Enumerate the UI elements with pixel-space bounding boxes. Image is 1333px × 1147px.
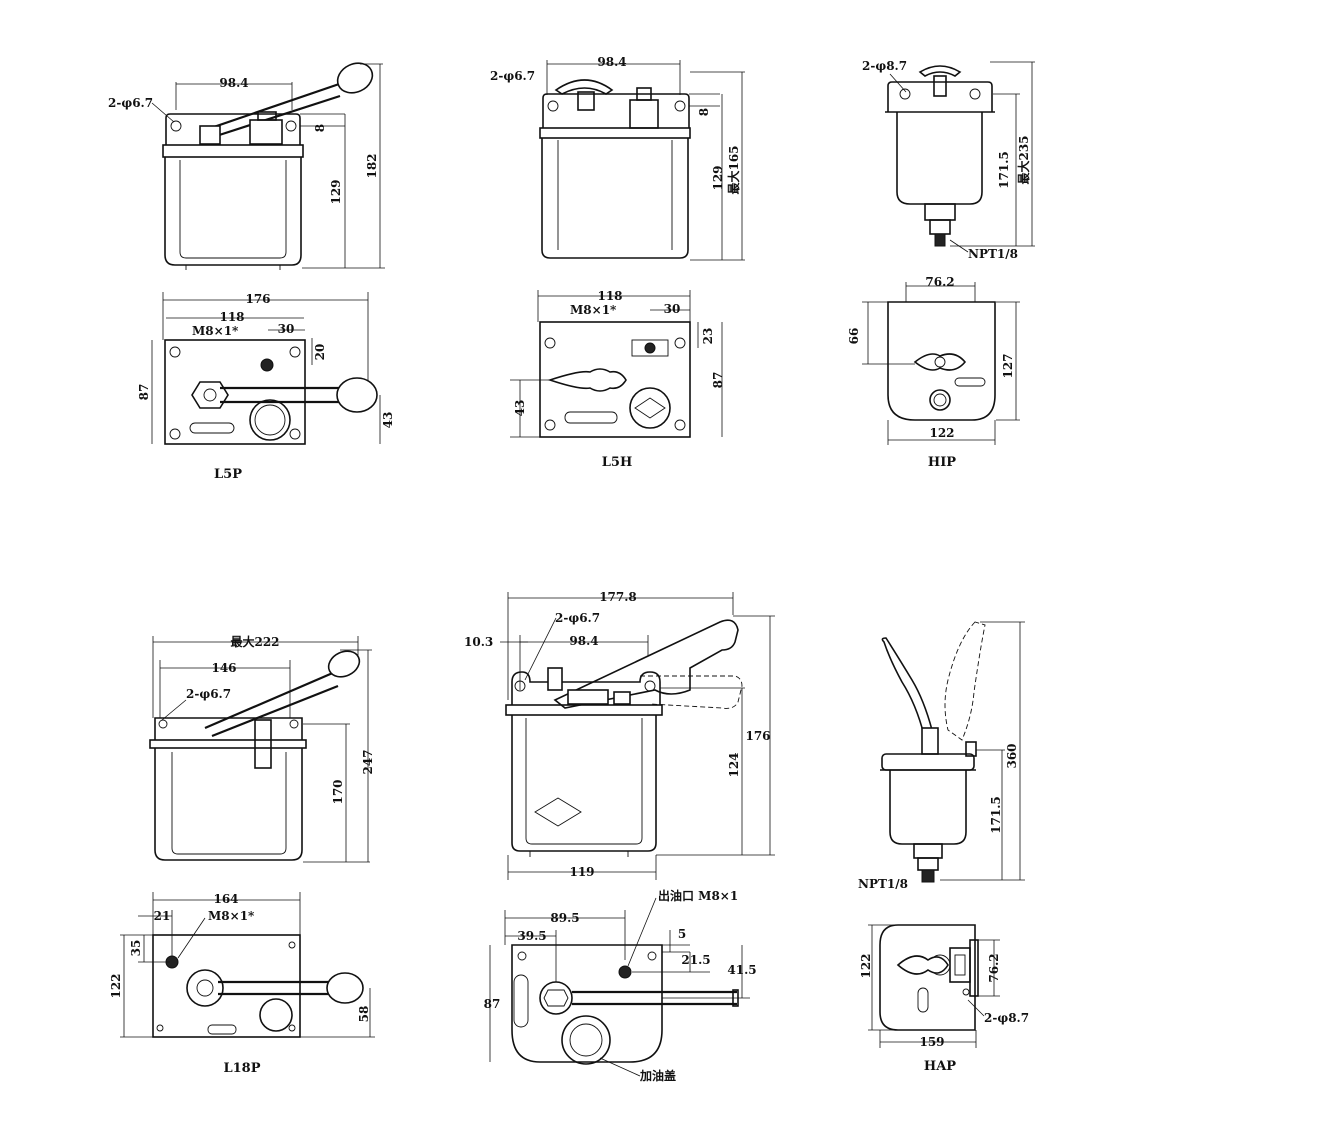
hap-front-view: NPT1/8 171.5 360 <box>858 621 1025 891</box>
l5p-handle-dim: 43 <box>381 412 395 429</box>
l5h-top-view: 118 M8×1* 30 23 87 43 <box>510 289 725 438</box>
hap-width-dim: 159 <box>919 1035 944 1049</box>
l5h-model-label: L5H <box>602 455 632 470</box>
middle-height-dim: 124 <box>727 752 741 777</box>
middle-filler-label: 加油盖 <box>639 1068 676 1083</box>
hip-height-dim: 171.5 <box>997 151 1011 189</box>
l5h-port-label: M8×1* <box>570 303 617 317</box>
l5p-width-dim: 98.4 <box>219 76 248 90</box>
l18p-mount-dim: 146 <box>211 661 236 675</box>
middle-offset-e-dim: 41.5 <box>727 963 756 977</box>
hap-top-view: 122 76.2 2-φ8.7 159 <box>859 924 1029 1049</box>
l5h-diagram: 98.4 2-φ6.7 8 129 最大165 <box>490 55 745 470</box>
l5h-holes-label: 2-φ6.7 <box>490 69 535 83</box>
hip-thread-label: NPT1/8 <box>968 247 1018 261</box>
hip-model-label: HIP <box>928 455 956 470</box>
middle-diagram: 177.8 2-φ6.7 10.3 98.4 <box>464 590 775 1083</box>
l5p-height-dim: 129 <box>329 179 343 204</box>
middle-offset-a-dim: 89.5 <box>550 911 579 925</box>
hap-holes-label: 2-φ8.7 <box>984 1011 1029 1025</box>
hip-top-view: 76.2 66 127 122 <box>847 275 1020 445</box>
l5p-port-offset-dim: 30 <box>278 322 295 336</box>
l5h-port-y-dim: 23 <box>701 328 715 345</box>
hip-max-height-dim: 最大235 <box>1016 135 1031 184</box>
middle-top-view: 出油口 M8×1 89.5 39.5 加油盖 <box>484 888 757 1083</box>
l5p-depth-dim: 87 <box>137 384 151 401</box>
l5h-front-view: 98.4 2-φ6.7 8 129 最大165 <box>490 55 745 261</box>
l18p-offset-dim: 21 <box>154 909 171 923</box>
middle-offset-b-dim: 39.5 <box>517 929 546 943</box>
l5p-mount-dim: 118 <box>219 310 244 324</box>
l18p-height-dim: 170 <box>331 779 345 804</box>
l5p-port-label: M8×1* <box>192 324 239 338</box>
hap-total-height-dim: 360 <box>1005 743 1019 768</box>
l5h-offset-dim: 8 <box>697 108 711 116</box>
hip-front-view: 2-φ8.7 NPT1/8 171.5 最大235 <box>862 59 1035 261</box>
l5h-mount-dim: 118 <box>597 289 622 303</box>
middle-offset-d-dim: 21.5 <box>681 953 710 967</box>
l5h-height-dim: 129 <box>711 165 725 190</box>
l5p-total-height-dim: 182 <box>365 153 379 178</box>
hip-depth-dim: 66 <box>847 328 861 345</box>
l5p-diagram: 98.4 2-φ6.7 8 129 <box>108 62 395 482</box>
hap-mount-dim: 76.2 <box>987 953 1001 982</box>
middle-edge-dim: 10.3 <box>464 635 493 649</box>
middle-outlet-label: 出油口 M8×1 <box>658 888 738 903</box>
l5h-port-offset-dim: 30 <box>664 302 681 316</box>
l18p-port-label: M8×1* <box>208 909 255 923</box>
hap-height-dim: 171.5 <box>989 796 1003 834</box>
l5h-handle-dim: 43 <box>513 400 527 417</box>
middle-base-dim: 119 <box>569 865 594 879</box>
hap-model-label: HAP <box>924 1059 956 1074</box>
l5p-holes-label: 2-φ6.7 <box>108 96 153 110</box>
hip-holes-label: 2-φ8.7 <box>862 59 907 73</box>
l18p-handle-dim: 58 <box>357 1006 371 1023</box>
l18p-holes-label: 2-φ6.7 <box>186 687 231 701</box>
hap-thread-label: NPT1/8 <box>858 877 908 891</box>
l18p-depth-dim: 122 <box>109 973 123 998</box>
l18p-overall-dim: 164 <box>213 892 238 906</box>
l18p-diagram: 最大222 146 2-φ6.7 170 2 <box>109 634 375 1076</box>
l5p-front-view: 98.4 2-φ6.7 8 129 <box>108 62 385 270</box>
middle-holes-label: 2-φ6.7 <box>555 611 600 625</box>
hip-width-dim: 122 <box>929 426 954 440</box>
middle-overall-dim: 177.8 <box>599 590 637 604</box>
middle-depth-dim: 87 <box>484 997 501 1011</box>
middle-offset-c-dim: 5 <box>678 927 686 941</box>
middle-front-view: 177.8 2-φ6.7 10.3 98.4 <box>464 590 775 880</box>
l18p-model-label: L18P <box>223 1061 260 1076</box>
l5h-depth-dim: 87 <box>711 372 725 389</box>
l18p-top-view: 164 21 M8×1* 122 35 <box>109 892 375 1038</box>
l5h-max-height-dim: 最大165 <box>726 145 741 194</box>
l5p-model-label: L5P <box>214 467 242 482</box>
l5p-offset-dim: 8 <box>313 124 327 132</box>
middle-total-height-dim: 176 <box>745 729 770 743</box>
l18p-total-height-dim: 247 <box>361 749 375 774</box>
hap-depth-dim: 122 <box>859 953 873 978</box>
hip-diagram: 2-φ8.7 NPT1/8 171.5 最大235 <box>847 59 1035 470</box>
l5h-width-dim: 98.4 <box>597 55 626 69</box>
l18p-max-width-dim: 最大222 <box>230 634 279 649</box>
middle-mount-dim: 98.4 <box>569 634 598 648</box>
l5p-overall-dim: 176 <box>245 292 270 306</box>
hip-height-dim: 127 <box>1001 353 1015 378</box>
l5p-port-y-dim: 20 <box>313 344 327 361</box>
hap-diagram: NPT1/8 171.5 360 122 <box>858 621 1029 1074</box>
l5p-top-view: 176 118 M8×1* 30 20 87 <box>137 292 395 445</box>
hip-mount-dim: 76.2 <box>925 275 954 289</box>
l18p-front-view: 最大222 146 2-φ6.7 170 2 <box>149 634 375 863</box>
l18p-port-y-dim: 35 <box>129 940 143 957</box>
